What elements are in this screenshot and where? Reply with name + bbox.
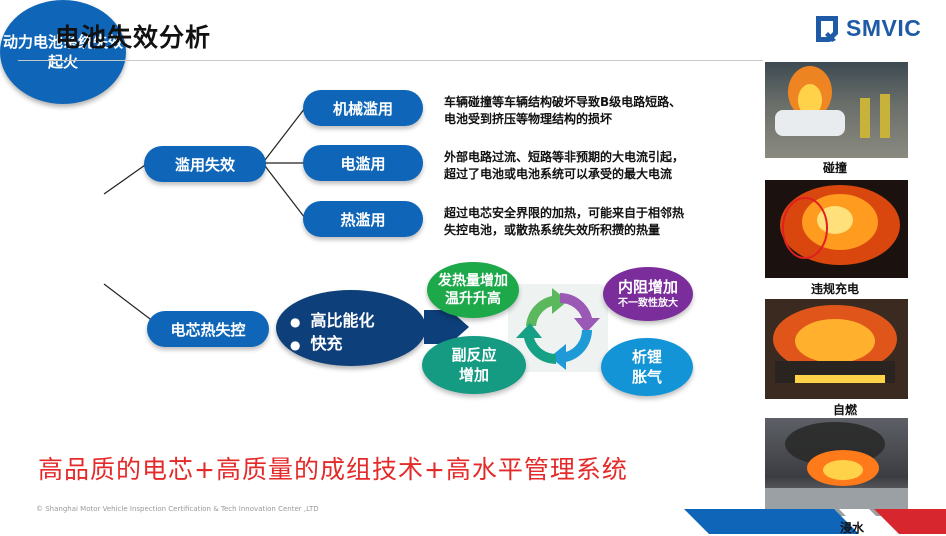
node-electrical-abuse: 电滥用 (303, 145, 423, 181)
cycle-side-reactions: 副反应 增加 (422, 336, 526, 394)
fire-collision-icon (775, 66, 890, 138)
copyright-footer: © Shanghai Motor Vehicle Inspection Cert… (36, 505, 319, 513)
caption-illegal-charging: 违规充电 (811, 282, 860, 296)
caption-collision: 碰撞 (823, 161, 848, 175)
logo-text: SMVIC (846, 15, 922, 41)
title-divider (18, 60, 763, 61)
cycle-resistance-increase: 内阻增加 不一致性放大 (603, 267, 693, 321)
cell-causes-oval: 高比能化 快充 (276, 290, 426, 366)
node-misuse-failure: 滥用失效 (144, 146, 266, 182)
logo-q-icon (816, 16, 838, 42)
desc-thermal-abuse: 超过电芯安全界限的加热，可能来自于相邻热 失控电池，或散热系统失效所积攒的热量 (444, 206, 685, 237)
cycle-lithium-plating: 析锂 胀气 (601, 338, 693, 396)
fire-charging-icon (780, 185, 900, 265)
photo-collision (765, 62, 908, 158)
smvic-logo: SMVIC (812, 12, 922, 44)
photo-spontaneous-combustion (765, 299, 908, 399)
photo-water-immersion (765, 418, 908, 516)
photo-illegal-charging (765, 180, 908, 278)
cause-fast-charging: 快充 (290, 333, 375, 356)
decorative-stripes (684, 509, 946, 534)
cycle-arrows (508, 284, 608, 372)
fire-flood-icon (765, 422, 908, 516)
node-cell-thermal-runaway: 电芯热失控 (147, 311, 269, 347)
root-node-battery-fire: 动力电池系统失效起火 (0, 0, 126, 104)
desc-electrical-abuse: 外部电路过流、短路等非预期的大电流引起， 超过了电池或电池系统可以承受的最大电流 (444, 150, 685, 181)
node-thermal-abuse: 热滥用 (303, 201, 423, 237)
desc-mechanical-abuse: 车辆碰撞等车辆结构破坏导致B级电路短路、 电池受到挤压等物理结构的损坏 (444, 95, 682, 126)
caption-spontaneous-combustion: 自燃 (833, 403, 858, 417)
arrow-shaft (424, 310, 444, 344)
node-mechanical-abuse: 机械滥用 (303, 90, 423, 126)
cause-high-energy-density: 高比能化 (290, 310, 374, 333)
page-title: 电池失效分析 (55, 23, 212, 52)
caption-water-immersion: 浸水 (840, 521, 865, 535)
cycle-heat-increase: 发热量增加 温升升高 (427, 262, 519, 318)
slogan: 高品质的电芯+高质量的成组技术+高水平管理系统 (38, 455, 628, 484)
fire-bus-icon (773, 305, 897, 383)
